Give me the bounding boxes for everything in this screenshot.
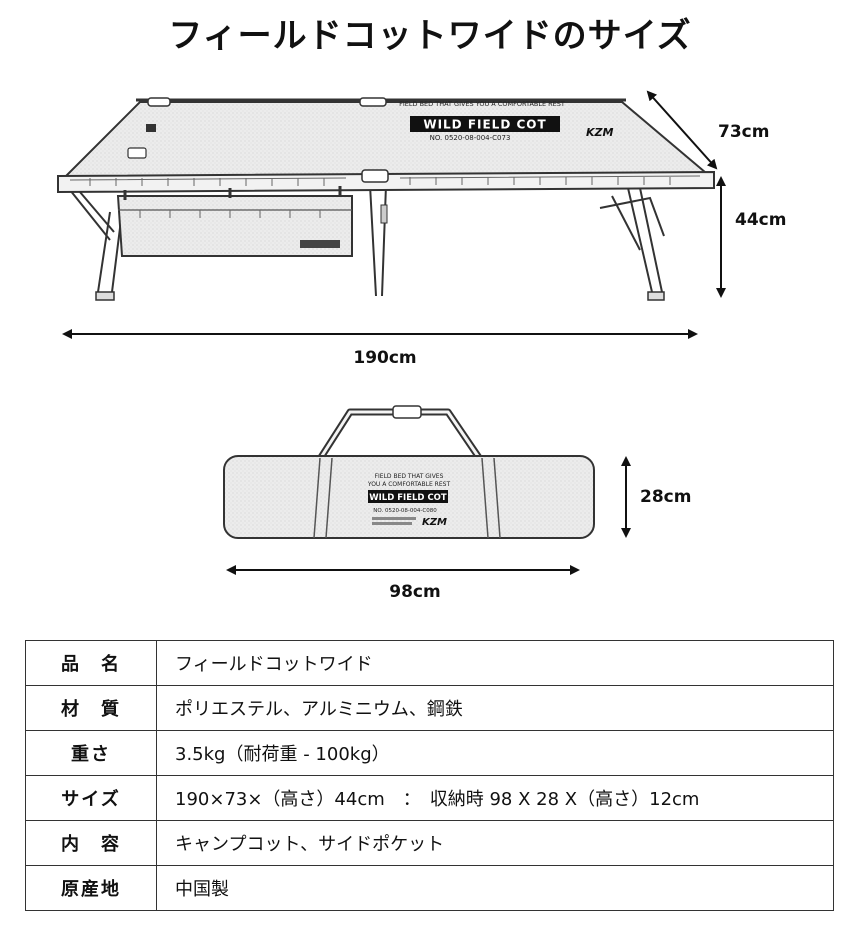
spec-label: サイズ (25, 775, 157, 821)
bag-print-tagline-1: FIELD BED THAT GIVES (375, 473, 444, 480)
bag-print-name: WILD FIELD COT (369, 493, 447, 503)
spec-label: 原産地 (25, 865, 157, 911)
bag-print-number: NO. 0520-08-004-C080 (373, 508, 437, 514)
spec-table: 品 名 フィールドコットワイド 材 質 ポリエステル、アルミニウム、鋼鉄 重さ … (25, 640, 834, 911)
spec-label: 材 質 (25, 685, 157, 731)
spec-value: 中国製 (156, 865, 834, 911)
spec-row-name: 品 名 フィールドコットワイド (25, 640, 834, 686)
cot-drawing: FIELD BED THAT GIVES YOU A COMFORTABLE R… (57, 97, 715, 301)
spec-value: キャンプコット、サイドポケット (156, 820, 834, 866)
cot-print-tagline: FIELD BED THAT GIVES YOU A COMFORTABLE R… (399, 100, 565, 108)
cot-dimension-markers: 73cm 44cm 190cm (62, 90, 786, 368)
bag-print-brand: KZM (422, 517, 447, 528)
spec-value: ポリエステル、アルミニウム、鋼鉄 (156, 685, 834, 731)
cot-print-brand: KZM (586, 126, 614, 139)
product-illustration: FIELD BED THAT GIVES YOU A COMFORTABLE R… (57, 90, 786, 602)
cot-print-name: WILD FIELD COT (423, 118, 546, 132)
bag-print-tagline-2: YOU A COMFORTABLE REST (367, 481, 451, 488)
height-label: 44cm (735, 210, 786, 230)
spec-row-material: 材 質 ポリエステル、アルミニウム、鋼鉄 (25, 685, 834, 731)
bag-dimension-markers: 28cm 98cm (226, 456, 691, 602)
cot-print: FIELD BED THAT GIVES YOU A COMFORTABLE R… (399, 100, 613, 142)
spec-value: 3.5kg（耐荷重 - 100kg） (156, 730, 834, 776)
spec-row-size: サイズ 190×73×（高さ）44cm ： 収納時 98 X 28 X（高さ）1… (25, 775, 834, 821)
spec-value: 190×73×（高さ）44cm ： 収納時 98 X 28 X（高さ）12cm (156, 775, 834, 821)
cot-print-number: NO. 0520-08-004-C073 (430, 134, 511, 142)
bag-drawing: FIELD BED THAT GIVES YOU A COMFORTABLE R… (223, 405, 595, 539)
spec-label: 品 名 (25, 640, 157, 686)
bag-height-label: 28cm (640, 487, 691, 507)
spec-value: フィールドコットワイド (156, 640, 834, 686)
spec-label: 重さ (25, 730, 157, 776)
spec-label: 内 容 (25, 820, 157, 866)
length-label: 190cm (353, 348, 416, 368)
bag-length-label: 98cm (389, 582, 440, 602)
spec-row-origin: 原産地 中国製 (25, 865, 834, 911)
bag-print: FIELD BED THAT GIVES YOU A COMFORTABLE R… (367, 473, 451, 528)
depth-arrow (646, 90, 718, 170)
spec-row-weight: 重さ 3.5kg（耐荷重 - 100kg） (25, 730, 834, 776)
spec-row-contents: 内 容 キャンプコット、サイドポケット (25, 820, 834, 866)
depth-label: 73cm (718, 122, 769, 142)
page-title: フィールドコットワイドのサイズ (168, 16, 692, 56)
